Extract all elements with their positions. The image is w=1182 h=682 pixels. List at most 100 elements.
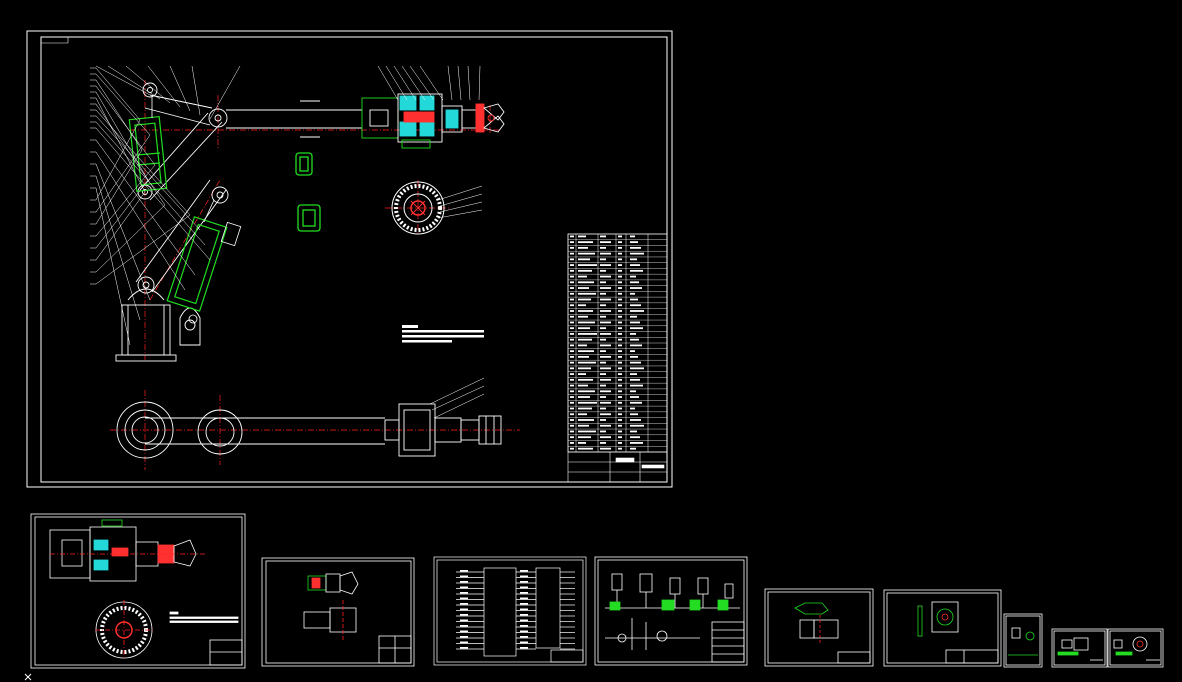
parts-list-cell-code: [578, 246, 588, 249]
parts-list-cell-material: [630, 344, 642, 347]
parts-list-cell-code: [578, 442, 586, 444]
parts-list-cell-material: [630, 424, 644, 427]
leader-line: [95, 73, 151, 136]
parts-list-cell-number: [570, 424, 574, 427]
parts-list-cell-qty: [618, 396, 622, 398]
parts-list-cell-code: [578, 367, 591, 370]
parts-list-cell-name: [600, 275, 611, 278]
ucs-axis-icon: [24, 673, 32, 681]
parts-list-cell-number: [570, 407, 574, 410]
parts-list-cell-number: [570, 338, 574, 341]
sheet-main-assembly[interactable]: [26, 30, 673, 488]
parts-list-cell-qty: [618, 373, 622, 375]
parts-list-cell-material: [630, 310, 644, 312]
parts-list-cell-material: [630, 413, 638, 416]
control-label: [520, 625, 528, 627]
parts-list-cell-number: [570, 350, 574, 353]
parts-list-table[interactable]: [567, 233, 668, 453]
control-label: [520, 630, 528, 633]
parts-list-cell-material: [630, 390, 636, 393]
leader-line: [169, 65, 191, 112]
leader-line: [447, 65, 453, 101]
parts-list-cell-qty: [618, 378, 622, 381]
parts-list-cell-qty: [618, 344, 622, 347]
wrist-assembly: [361, 93, 505, 149]
parts-list-cell-number: [570, 355, 574, 358]
leader-line: [393, 65, 417, 101]
parts-list-cell-qty: [618, 264, 622, 266]
parts-list-cell-number: [570, 378, 574, 381]
parts-list-cell-number: [570, 264, 574, 266]
parts-list-cell-name: [600, 333, 611, 335]
parts-list-cell-material: [630, 442, 643, 444]
parts-list-cell-code: [578, 252, 595, 255]
parts-list-cell-number: [570, 367, 574, 370]
parts-list-cell-name: [600, 401, 611, 404]
leader-line: [457, 65, 462, 101]
parts-list-cell-number: [570, 333, 574, 335]
control-label: [520, 575, 528, 578]
leader-line: [439, 201, 483, 213]
sheet-control-table[interactable]: [433, 556, 587, 666]
control-label: [460, 614, 468, 616]
parts-list-cell-number: [570, 344, 574, 347]
technical-notes: [402, 325, 484, 343]
parts-list-cell-number: [570, 327, 574, 330]
gear-section: [391, 181, 445, 235]
leader-line: [209, 65, 241, 120]
parts-list-cell-qty: [618, 447, 622, 450]
control-label: [520, 608, 528, 611]
parts-list-cell-number: [570, 390, 574, 393]
sheet-hydraulic-schematic[interactable]: [594, 556, 748, 666]
sheet-part-d[interactable]: [1051, 628, 1108, 668]
control-label: [460, 641, 468, 644]
sheet-wrist-detail[interactable]: [30, 513, 246, 669]
parts-list-cell-code: [578, 378, 593, 381]
leader-line: [95, 214, 191, 285]
parts-list-cell-number: [570, 436, 574, 439]
control-label: [520, 581, 528, 583]
parts-list-cell-name: [600, 338, 606, 341]
leader-line: [95, 151, 186, 291]
parts-list-cell-material: [630, 436, 640, 439]
parts-list-cell-qty: [618, 361, 622, 364]
parts-list-cell-number: [570, 384, 574, 387]
cylinder-rods: [151, 96, 242, 324]
parts-list-cell-number: [570, 304, 574, 307]
leader-line: [95, 163, 151, 301]
sheet-part-e[interactable]: [1107, 628, 1164, 668]
parts-list-cell-name: [600, 241, 611, 244]
parts-list-cell-code: [578, 235, 586, 238]
leader-line: [95, 115, 201, 231]
parts-list-cell-qty: [618, 355, 622, 358]
parts-list-cell-code: [578, 310, 593, 312]
parts-list-cell-name: [600, 327, 606, 330]
parts-list-cell-material: [630, 304, 641, 307]
sheet-part-c[interactable]: [1003, 613, 1043, 668]
robot-base: [115, 276, 201, 362]
parts-list-cell-name: [600, 252, 611, 255]
control-label: [460, 630, 468, 633]
parts-list-cell-material: [630, 333, 636, 335]
parts-list-cell-number: [570, 413, 574, 416]
control-label: [460, 636, 468, 638]
parts-list-cell-qty: [618, 327, 622, 330]
parts-list-cell-code: [578, 281, 594, 284]
sheet-part-b[interactable]: [883, 589, 1002, 667]
control-label: [520, 636, 528, 638]
parts-list-cell-name: [600, 384, 606, 387]
sheet-part-a[interactable]: [764, 588, 874, 667]
parts-list-cell-material: [630, 430, 637, 433]
title-block: [567, 451, 668, 483]
parts-list-cell-material: [630, 321, 640, 324]
leader-line: [95, 149, 143, 225]
sheet-gripper-part[interactable]: [261, 557, 415, 667]
parts-list-cell-material: [630, 292, 635, 295]
parts-list-cell-code: [578, 407, 592, 410]
control-label: [460, 586, 468, 589]
parts-list-cell-name: [600, 419, 606, 421]
parts-list-cell-code: [578, 298, 591, 301]
leader-line: [95, 127, 211, 261]
parts-list-cell-material: [630, 241, 638, 244]
